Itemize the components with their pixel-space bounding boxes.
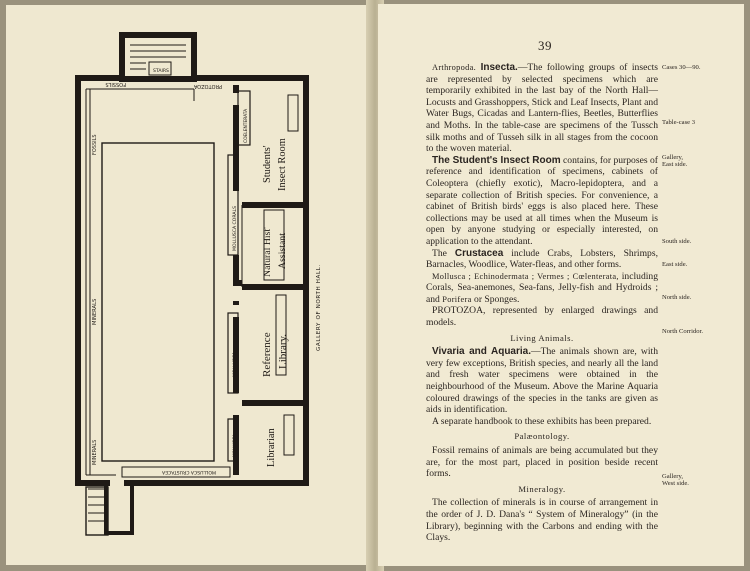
body-text: Arthropoda. Insecta.—The following group… — [426, 62, 658, 544]
crustacea-pre: The — [432, 247, 455, 259]
margin-gallery-2: Gallery, — [662, 473, 683, 480]
left-page: STAIRS FOSSILS PROTOZOA FOSSILS MINERALS… — [6, 5, 374, 565]
plan-label-mollusca-crustacea: MOLLUSCA CRUSTACEA — [161, 469, 216, 475]
heading-mineralogy: Mineralogy. — [518, 483, 566, 494]
insecta-heading: Insecta. — [480, 62, 518, 73]
plan-label-stairs: STAIRS — [153, 68, 169, 74]
stair-block — [119, 32, 197, 82]
para-insecta-text: —The following groups of insects are rep… — [426, 62, 658, 155]
room-students: Students' — [262, 145, 273, 183]
para-fossils: Fossil remains of animals are being accu… — [426, 445, 658, 480]
room-insect: Insect Room — [277, 138, 288, 191]
para-minerals: The collection of minerals is in course … — [426, 497, 658, 544]
para-handbook: A separate handbook to these exhibits ha… — [432, 415, 652, 427]
para-vivaria: Vivaria and Aquaria.—The animals shown a… — [426, 346, 658, 416]
para-insecta: Arthropoda. Insecta.—The following group… — [426, 62, 658, 155]
room-library: Library. — [277, 334, 289, 369]
margin-north-corridor: North Corridor. — [662, 328, 704, 335]
right-page: 39 Arthropoda. Insecta.—The following gr… — [378, 4, 744, 566]
margin-south-side: South side. — [662, 238, 692, 245]
plan-label-fossils-side: FOSSILS — [92, 134, 98, 155]
margin-east-side-2: East side. — [662, 261, 688, 268]
room-librarian: Librarian — [266, 428, 277, 467]
plan-label-gallery: GALLERY OF NORTH HALL. — [316, 264, 322, 351]
room-natural-hist: Natural Hist' — [262, 227, 273, 277]
central-table — [101, 142, 215, 462]
para-students-room: The Student's Insect Room contains, for … — [426, 155, 658, 248]
students-room-heading: The Student's Insect Room — [432, 154, 561, 166]
plan-label-coelenterata: COELENTERATA — [243, 109, 249, 143]
porifera-label: Porifera — [442, 294, 472, 304]
outer-wall — [75, 75, 122, 486]
mollusca-heading: Mollusca ; Echinodermata ; Vermes ; Cœle… — [432, 271, 619, 281]
arthropoda-label: Arthropoda. — [432, 63, 477, 72]
margin-north-side: North side. — [662, 294, 692, 301]
margin-east-side: East side. — [662, 161, 688, 168]
room-reference: Reference — [261, 332, 273, 377]
para-mollusca: Mollusca ; Echinodermata ; Vermes ; Cœle… — [426, 271, 658, 306]
para-vivaria-text: —The animals shown are, with very few ex… — [426, 346, 658, 416]
para-mollusca-text: including Corals, Sea-anemones, Sea-fans… — [426, 270, 658, 305]
para-mollusca-end: or Sponges. — [471, 293, 520, 305]
floor-plan: STAIRS FOSSILS PROTOZOA FOSSILS MINERALS… — [75, 32, 322, 536]
outer-wall-top-right — [124, 75, 309, 486]
entrance-stair — [104, 483, 134, 535]
para-crustacea: The Crustacea include Crabs, Lobsters, S… — [426, 248, 658, 271]
margin-table-case: Table-case 3 — [662, 119, 696, 126]
plan-label-mollusca-small: MOLLUSCA — [232, 434, 237, 457]
plan-label-minerals-side: MINERALS — [92, 299, 98, 325]
plan-label-mollusca-corals: MOLLUSCA CORALS — [232, 206, 238, 251]
heading-living-animals: Living Animals. — [510, 332, 574, 343]
plan-label-minerals-bottom: MINERALS — [92, 440, 98, 465]
margin-gallery: Gallery, — [662, 154, 683, 161]
room-assistant: Assistant — [277, 233, 288, 269]
plan-label-mollusca: MOLLUSCA — [232, 351, 238, 377]
para-protozoa: PROTOZOA, represented by enlarged drawin… — [426, 305, 658, 329]
plan-label-protozoa-top: PROTOZOA — [193, 83, 222, 89]
margin-west-side: West side. — [662, 480, 689, 487]
vivaria-heading: Vivaria and Aquaria. — [432, 346, 532, 358]
margin-cases: Cases 30—90. — [662, 64, 701, 71]
plan-label-fossils-top: FOSSILS — [105, 81, 126, 87]
heading-palaeontology: Palæontology. — [514, 431, 570, 442]
page-number: 39 — [538, 38, 552, 53]
para-crustacea-text: include Crabs, Lobsters, Shrimps, Barnac… — [426, 247, 658, 271]
crustacea-heading: Crustacea — [454, 247, 504, 259]
para-students-room-text: contains, for purposes of reference and … — [426, 154, 658, 247]
